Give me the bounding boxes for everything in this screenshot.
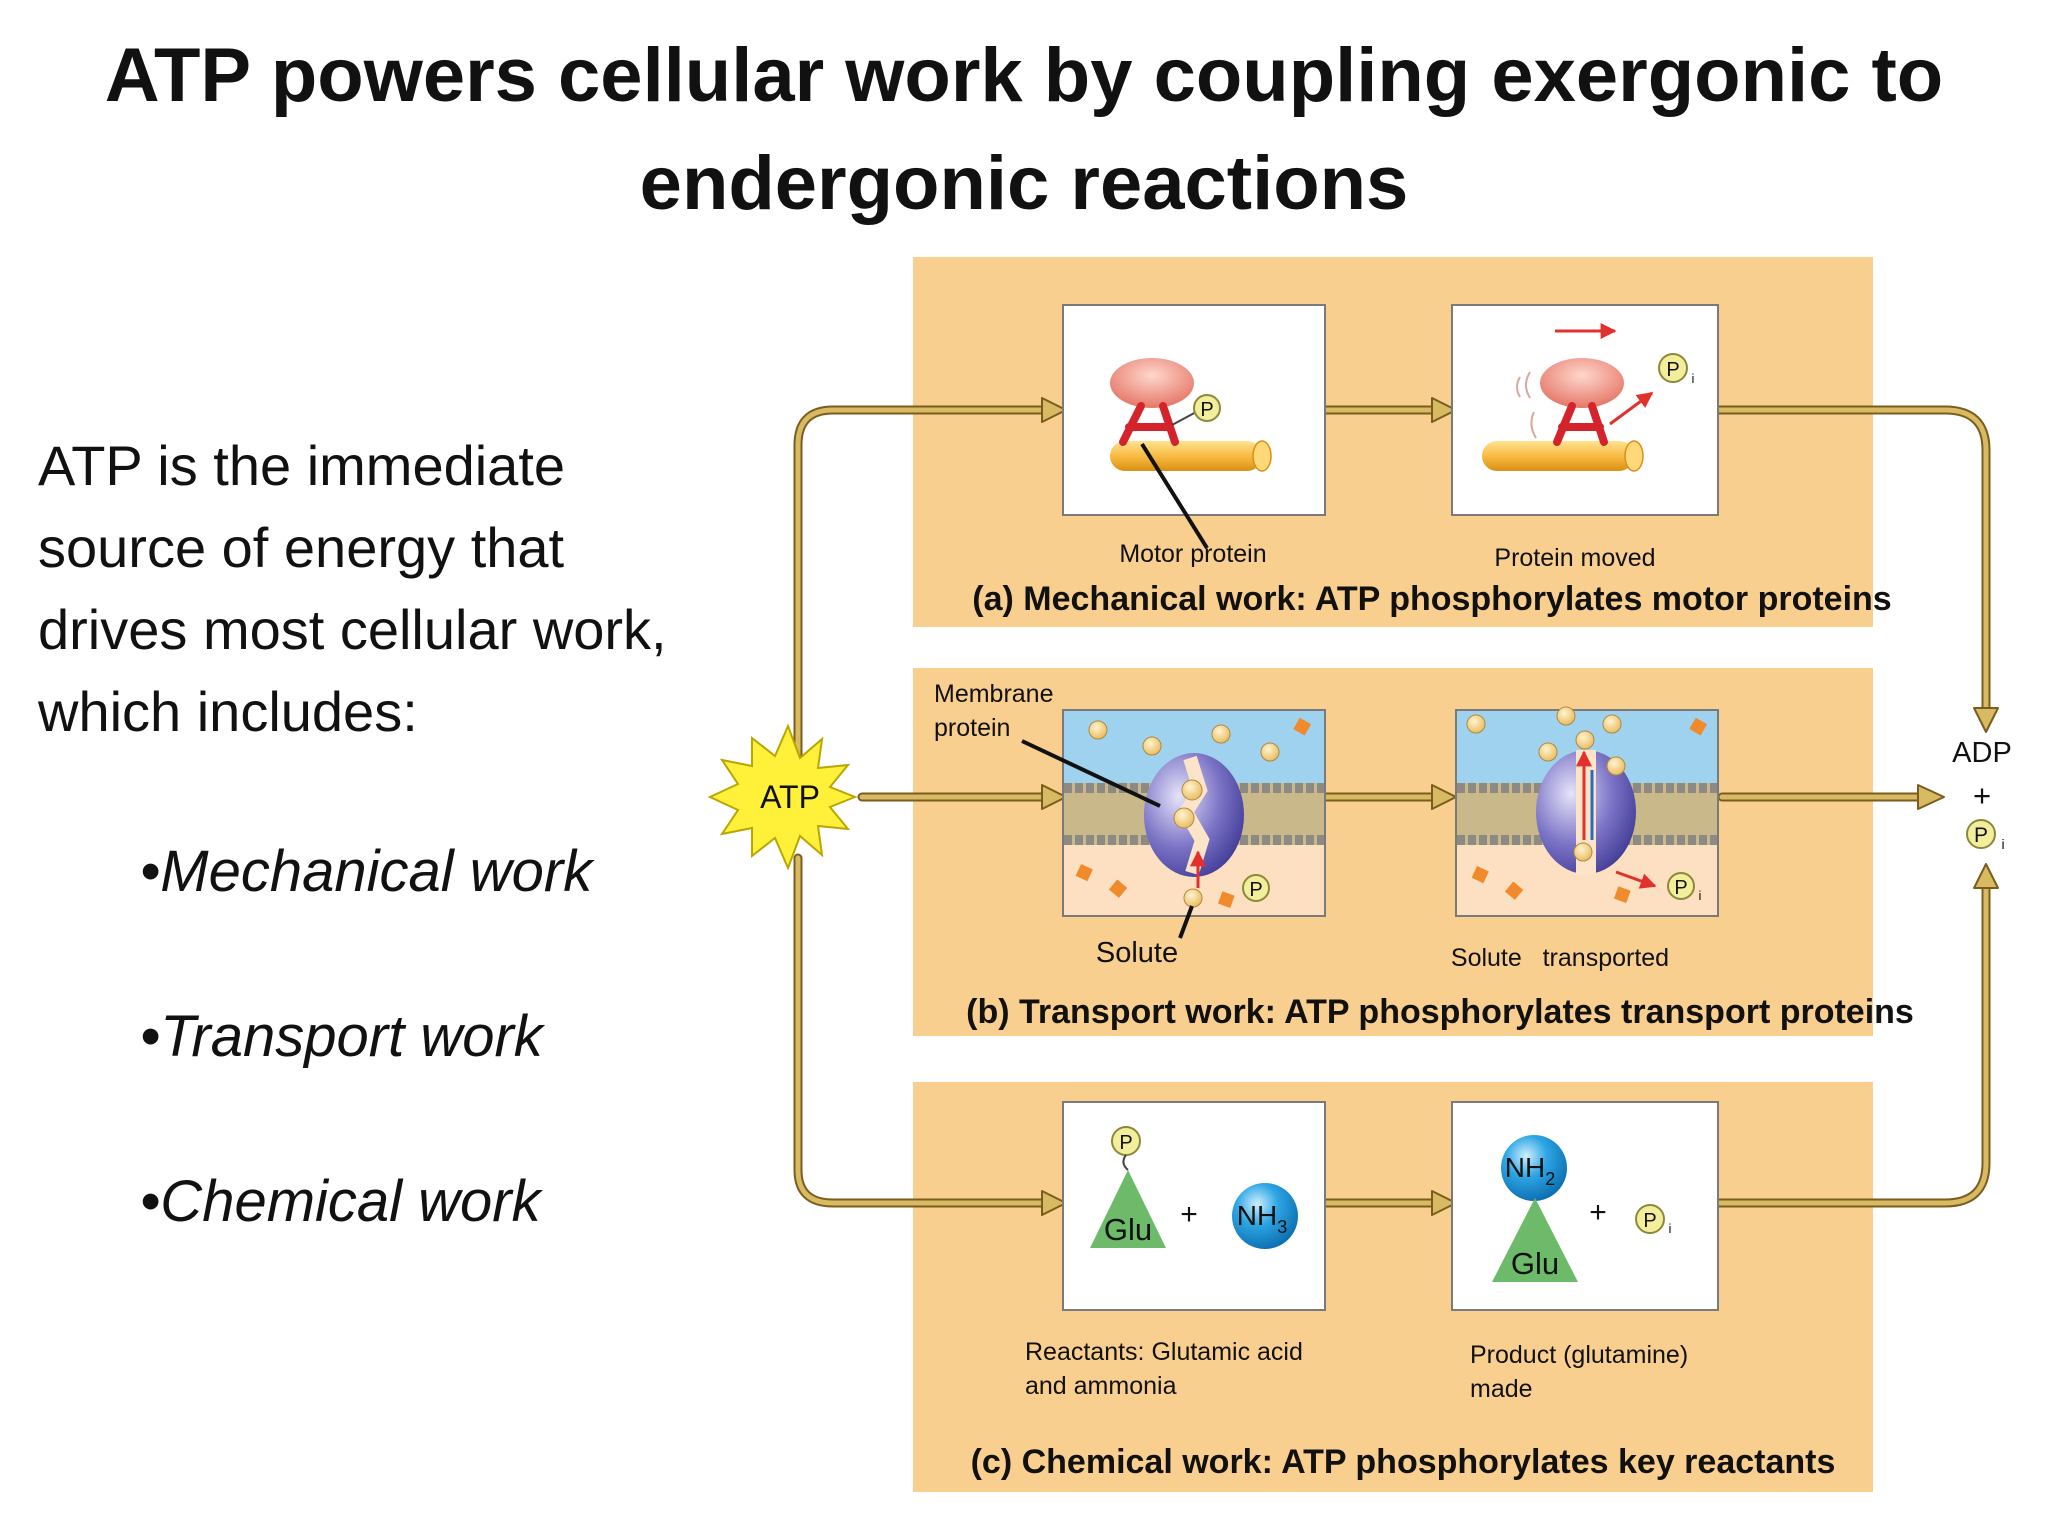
- bullet-chemical-work: •Chemical work: [140, 1169, 541, 1234]
- adp-phosphate-circle: [1966, 819, 1996, 849]
- glu-label-right: Glu: [1511, 1246, 1559, 1281]
- intro-text: ATP is the immediate source of energy th…: [38, 434, 667, 743]
- phosphate-release-arrow-a: [1609, 391, 1654, 426]
- motion-blur-lines: [1516, 371, 1537, 439]
- nh2-label: NH2: [1505, 1152, 1555, 1189]
- motor-phosphate-link: [1171, 410, 1199, 426]
- solute-in-channel-2: [1173, 807, 1195, 829]
- adp-label: ADP: [1952, 737, 2012, 769]
- membrane-protein-label-line2: protein: [934, 714, 1010, 742]
- cytoplasm-particle-3: [1217, 891, 1235, 908]
- protein-moved-label: Protein moved: [1494, 544, 1655, 572]
- glu-label-left: Glu: [1104, 1212, 1152, 1247]
- panel-a-background: [913, 257, 1873, 627]
- released-phosphate-a-sub: i: [1692, 371, 1695, 386]
- panel-c-caption: (c) Chemical work: ATP phosphorylates ke…: [971, 1443, 1836, 1481]
- transported-solute-3: [1602, 714, 1622, 734]
- motor-protein-pointer: [1140, 442, 1209, 550]
- transported-solute-5: [1606, 756, 1626, 776]
- transport-phosphate-circle: [1242, 874, 1270, 902]
- motor-protein-head-right: [1540, 358, 1624, 408]
- motor-phosphate-circle: [1193, 394, 1221, 422]
- cytoplasm-particle-5: [1504, 881, 1524, 900]
- solute-inside: [1183, 888, 1203, 908]
- released-phosphate-a-label: P: [1666, 359, 1679, 381]
- solute-outside-3: [1211, 724, 1231, 744]
- outside-particle: [1293, 717, 1312, 736]
- transported-solute-1: [1556, 706, 1576, 726]
- solute-label: Solute: [1096, 937, 1178, 969]
- atp-label: ATP: [760, 779, 820, 815]
- released-phosphate-a-circle: [1658, 353, 1688, 383]
- atp-starburst: [707, 723, 858, 871]
- nh3-circle: [1232, 1183, 1298, 1249]
- bullet-transport-work: •Transport work: [140, 1004, 543, 1069]
- motor-protein-legs-right: [1553, 402, 1608, 446]
- motor-phosphate-label: P: [1200, 399, 1213, 421]
- panel-b-caption: (b) Transport work: ATP phosphorylates t…: [966, 993, 1914, 1031]
- filament-rod-left-end: [1252, 440, 1272, 472]
- slide-title: ATP powers cellular work by coupling exe…: [104, 33, 1944, 226]
- adp-plus-sign: +: [1973, 778, 1991, 813]
- solute-in-channel-right: [1573, 842, 1593, 862]
- solute-transported-label: Solute transported: [1451, 944, 1669, 972]
- panel-b: P P i Membrane protein Solut: [934, 680, 1914, 1031]
- released-phosphate-c-circle: [1635, 1204, 1665, 1234]
- flow-arrows: [793, 397, 1999, 1216]
- cytoplasm-particle-2: [1108, 879, 1128, 898]
- membrane-protein-label-line1: Membrane: [934, 680, 1054, 708]
- filament-rod-left: [1110, 441, 1262, 471]
- outside-particle-right: [1689, 717, 1708, 736]
- transport-phosphate-label: P: [1249, 879, 1262, 901]
- released-phosphate-c-label: P: [1643, 1210, 1656, 1232]
- panel-a-right-box: [1451, 304, 1719, 516]
- nh3-label: NH3: [1237, 1200, 1287, 1237]
- released-phosphate-b-sub: i: [1699, 888, 1702, 903]
- motor-protein-legs-left: [1119, 402, 1179, 446]
- released-phosphate-b-circle: [1667, 872, 1695, 900]
- adp-phosphate-sub: i: [2001, 836, 2004, 852]
- cytoplasm-particle-4: [1471, 866, 1489, 884]
- plus-sign-left: +: [1180, 1198, 1198, 1231]
- panel-c-right-box: [1451, 1101, 1719, 1311]
- cytoplasm-particle-1: [1075, 864, 1093, 882]
- glu-triangle-left: [1090, 1170, 1166, 1248]
- plus-sign-right: +: [1589, 1196, 1607, 1229]
- membrane-protein-pointer: [1021, 739, 1161, 808]
- panel-c-background: [913, 1082, 1873, 1492]
- bullet-mechanical-work: •Mechanical work: [140, 839, 593, 904]
- motor-protein-label: Motor protein: [1119, 540, 1266, 568]
- solute-in-channel-1: [1181, 779, 1203, 801]
- reactants-label-line1: Reactants: Glutamic acid: [1025, 1338, 1303, 1366]
- transported-solute-4: [1538, 742, 1558, 762]
- phosphate-release-arrow-b: [1615, 870, 1657, 889]
- released-phosphate-c-sub: i: [1669, 1221, 1672, 1236]
- solute-pointer: [1178, 905, 1194, 939]
- glu-phosphate-link: [1122, 1154, 1129, 1171]
- glu-triangle-right: [1492, 1198, 1578, 1282]
- solute-outside-2: [1142, 736, 1162, 756]
- panel-b-background: [913, 668, 1873, 1036]
- solute-outside-4: [1260, 742, 1280, 762]
- panel-c: P Glu + NH3 NH2 Glu + P i Reactants: Glu…: [971, 1101, 1836, 1481]
- product-label-line1: Product (glutamine): [1470, 1341, 1688, 1369]
- filament-rod-right: [1482, 441, 1634, 471]
- released-phosphate-b-label: P: [1674, 877, 1687, 899]
- product-label-line2: made: [1470, 1375, 1533, 1403]
- solute-outside-1: [1088, 720, 1108, 740]
- panel-a-caption: (a) Mechanical work: ATP phosphorylates …: [972, 580, 1891, 618]
- reactants-label-line2: and ammonia: [1025, 1372, 1177, 1400]
- cytoplasm-particle-6: [1613, 886, 1631, 903]
- panel-a: P P i Motor protein Protein moved (a) Me…: [972, 304, 1892, 618]
- nh2-circle: [1501, 1135, 1567, 1201]
- transported-solute-6: [1466, 714, 1486, 734]
- filament-rod-right-end: [1624, 440, 1644, 472]
- adp-phosphate-label: P: [1974, 824, 1988, 847]
- motor-protein-head-left: [1110, 358, 1194, 408]
- glu-phosphate-label: P: [1119, 1132, 1132, 1154]
- transported-solute-2: [1575, 730, 1595, 750]
